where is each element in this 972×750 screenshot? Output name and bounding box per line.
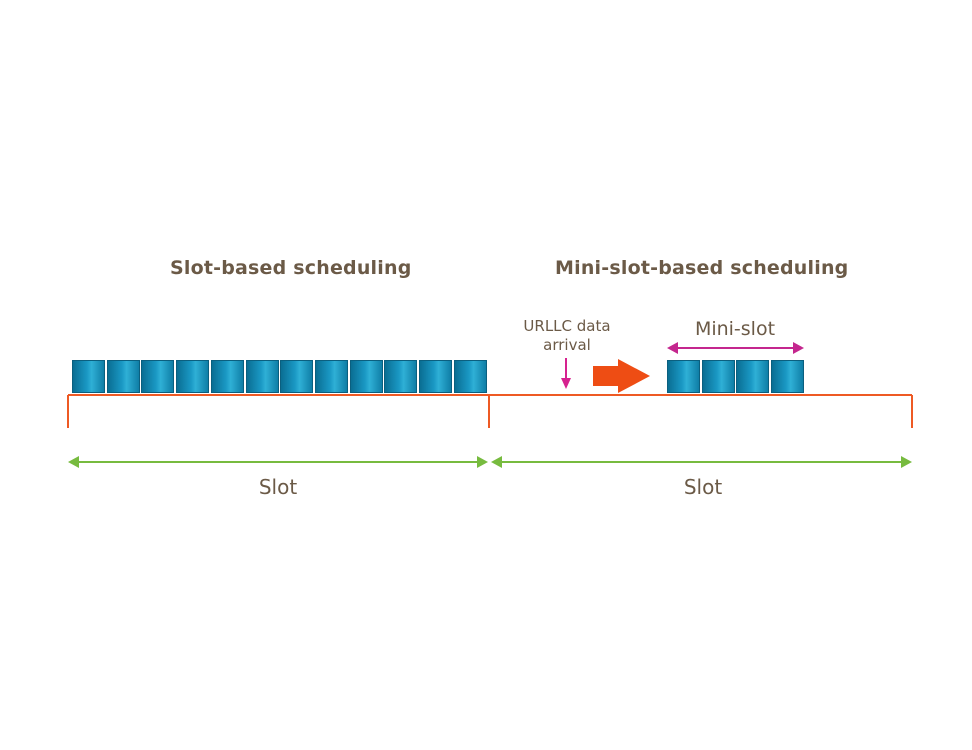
urllc-data-label-line2: arrival (543, 336, 591, 354)
slot-symbol-block (210, 360, 244, 393)
slot-symbol-block (384, 360, 418, 393)
transition-arrow (593, 359, 650, 393)
slot-timeline-bracket (67, 394, 913, 428)
mini-slot-symbol-block (736, 360, 770, 393)
mini-slot-symbol-block (771, 360, 805, 393)
slot-symbol-block (176, 360, 210, 393)
slot-symbol-block (141, 360, 175, 393)
slot-symbol-block (349, 360, 383, 393)
slot-duration-arrow-left (68, 456, 488, 468)
mini-slot-span-arrow (667, 342, 804, 354)
urllc-arrival-arrow (561, 358, 571, 389)
slot-symbol-block (453, 360, 487, 393)
slot-duration-arrow-right (491, 456, 912, 468)
slot-label-right: Slot (683, 475, 723, 499)
slot-based-heading: Slot-based scheduling (170, 257, 412, 279)
urllc-data-label-line1: URLLC data (523, 317, 611, 335)
slot-symbol-block (280, 360, 314, 393)
slot-symbol-block (245, 360, 279, 393)
mini-slot-label: Mini-slot (694, 318, 776, 340)
urllc-data-label: URLLC data arrival (512, 317, 622, 355)
slot-symbol-block (72, 360, 105, 393)
slot-label-left: Slot (258, 475, 298, 499)
mini-slot-symbol-block (701, 360, 735, 393)
slot-symbol-block (419, 360, 452, 393)
mini-slot-symbol-block (667, 360, 700, 393)
slot-symbol-block (314, 360, 348, 393)
mini-slot-based-heading: Mini-slot-based scheduling (555, 257, 849, 279)
slot-symbol-block (106, 360, 140, 393)
